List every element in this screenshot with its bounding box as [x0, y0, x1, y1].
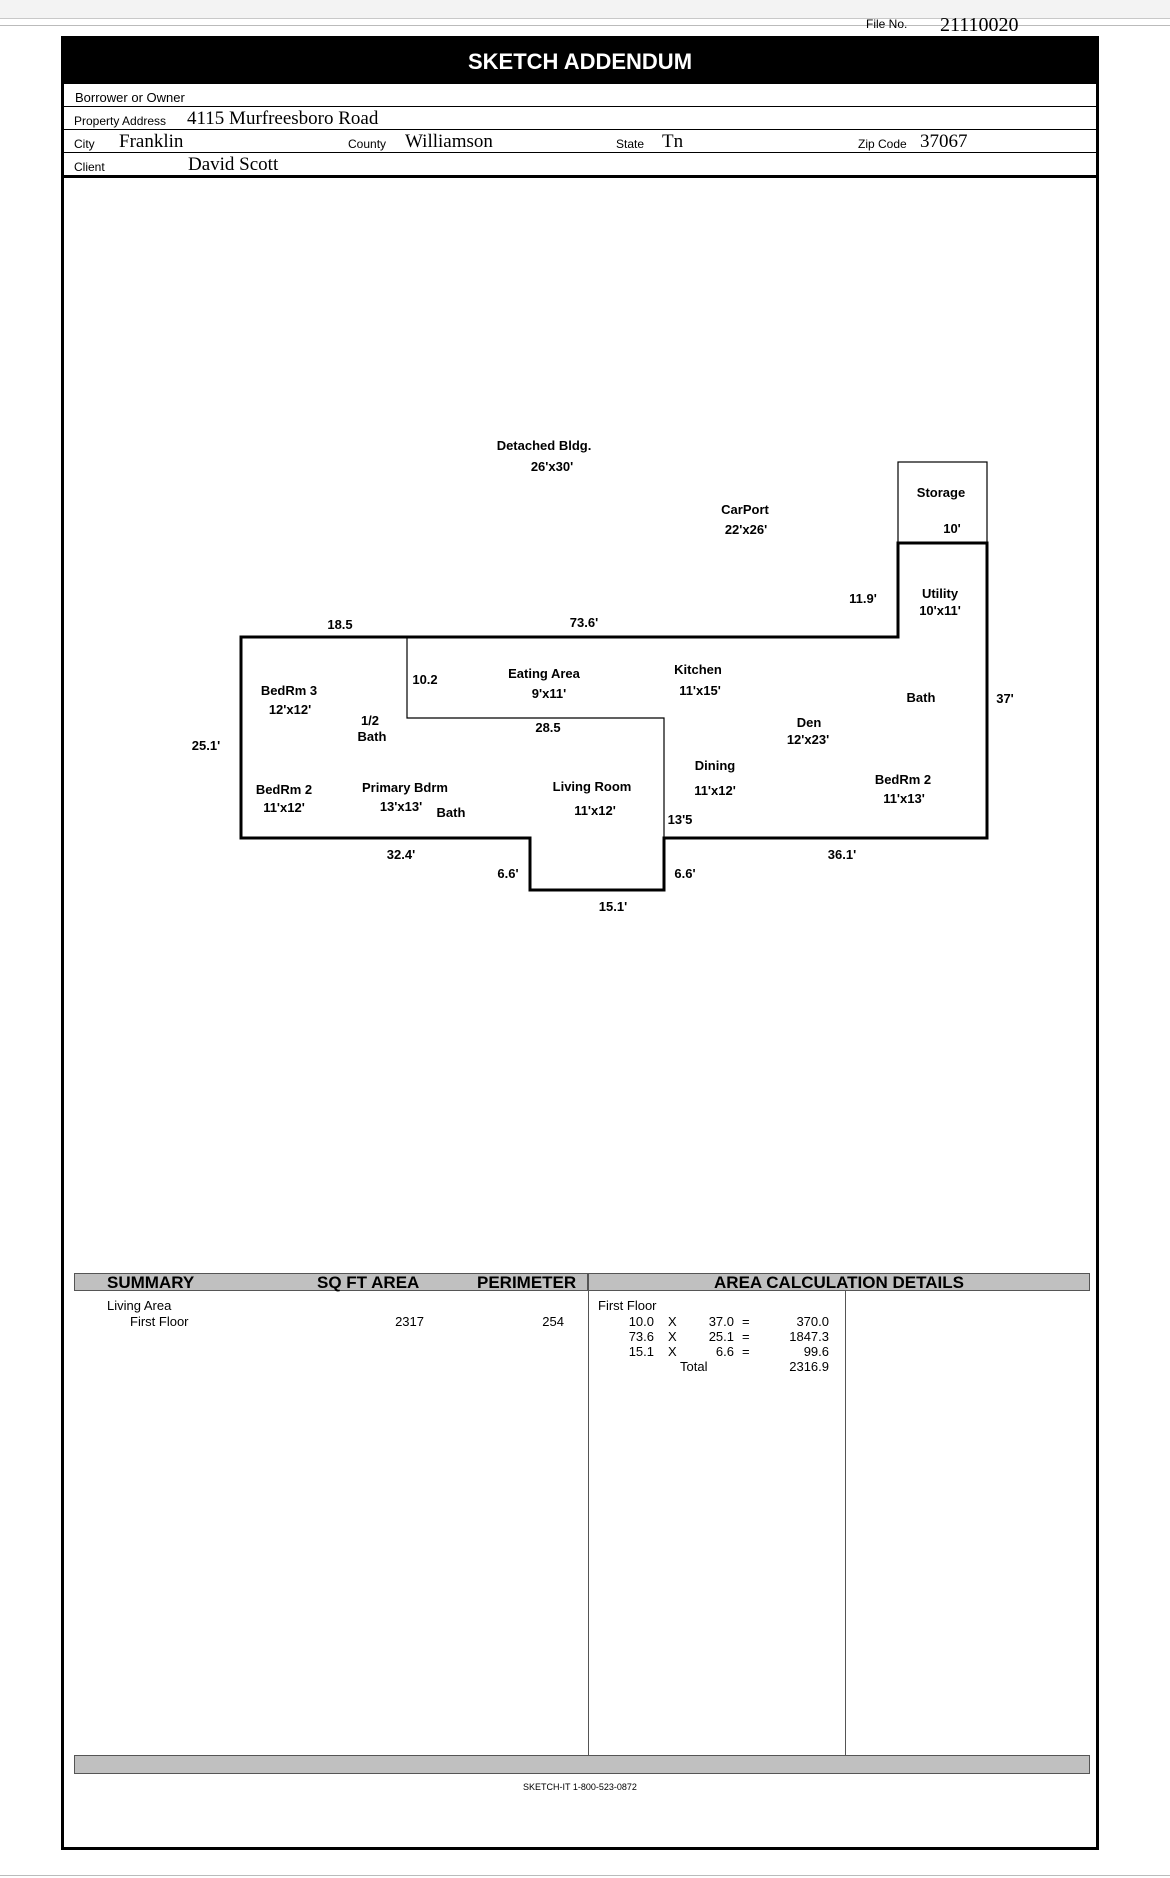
total-value: 2316.9 [789, 1359, 829, 1374]
kitchen-name: Kitchen [674, 662, 722, 677]
half-bath-line1: 1/2 [361, 713, 379, 728]
dim-13-5: 13'5 [668, 812, 693, 827]
dim-32-4: 32.4' [387, 847, 415, 862]
living-room-size: 11'x12' [574, 803, 616, 818]
top-divider [0, 25, 1170, 26]
dim-15-1: 15.1' [599, 899, 627, 914]
dim-73-6: 73.6' [570, 615, 598, 630]
bath-right: Bath [907, 690, 936, 705]
client-row: Client David Scott [64, 153, 1096, 178]
bedrm3-name: BedRm 3 [261, 683, 317, 698]
bedrm2-right-size: 11'x13' [883, 791, 925, 806]
file-no-value: 21110020 [940, 14, 1019, 36]
den-name: Den [797, 715, 822, 730]
summary-footer-bar [74, 1755, 1090, 1774]
city-value: Franklin [119, 131, 184, 152]
state-value: Tn [662, 131, 684, 152]
dim-11-9: 11.9' [849, 591, 877, 606]
interior-wall [406, 637, 665, 838]
details-divider [845, 1291, 846, 1755]
details-first-floor: First Floor [598, 1298, 657, 1313]
half-bath-line2: Bath [358, 729, 387, 744]
eating-area-size: 9'x11' [532, 686, 566, 701]
first-floor-label: First Floor [130, 1314, 189, 1329]
den-size: 12'x23' [787, 732, 829, 747]
primary-bdrm-name: Primary Bdrm [362, 780, 448, 795]
dim-6-6-left: 6.6' [497, 866, 518, 881]
utility-size: 10'x11' [919, 603, 961, 618]
borrower-label: Borrower or Owner [75, 90, 185, 105]
county-value: Williamson [405, 131, 493, 152]
bedrm3-size: 12'x12' [269, 702, 311, 717]
primary-bdrm-size: 13'x13' [380, 799, 422, 814]
storage-dim: 10' [943, 521, 961, 536]
summary-col-perimeter: PERIMETER [477, 1273, 577, 1292]
dim-10-2: 10.2 [412, 672, 437, 687]
property-value: 4115 Murfreesboro Road [187, 108, 379, 129]
bedrm2-right-name: BedRm 2 [875, 772, 931, 787]
dim-18-5: 18.5 [327, 617, 352, 632]
utility-name: Utility [922, 586, 959, 601]
summary-header: SUMMARY SQ FT AREA PERIMETER [74, 1273, 588, 1292]
eating-area-name: Eating Area [508, 666, 581, 681]
city-label: City [74, 137, 95, 151]
summary-section: SUMMARY SQ FT AREA PERIMETER AREA CALCUL… [74, 1273, 1090, 1774]
location-row: City Franklin County Williamson State Tn… [64, 130, 1096, 153]
client-label: Client [74, 160, 105, 174]
file-no-label: File No. [866, 17, 908, 31]
dim-6-6-right: 6.6' [674, 866, 695, 881]
borrower-row: Borrower or Owner [64, 84, 1096, 107]
summary-col-summary: SUMMARY [107, 1273, 195, 1292]
property-row: Property Address 4115 Murfreesboro Road [64, 107, 1096, 130]
storage-name: Storage [917, 485, 965, 500]
dim-37: 37' [996, 691, 1014, 706]
dining-name: Dining [695, 758, 735, 773]
dim-25-1: 25.1' [192, 738, 220, 753]
first-floor-sqft: 2317 [395, 1314, 424, 1329]
living-room-name: Living Room [553, 779, 632, 794]
zip-value: 37067 [920, 131, 968, 152]
summary-col-sqft: SQ FT AREA [317, 1273, 420, 1292]
total-label: Total [680, 1359, 708, 1374]
storage-outline [897, 461, 988, 544]
kitchen-size: 11'x15' [679, 683, 721, 698]
dim-36-1: 36.1' [828, 847, 856, 862]
bath-primary: Bath [437, 805, 466, 820]
carport-size: 22'x26' [725, 522, 767, 537]
bedrm2-left-name: BedRm 2 [256, 782, 312, 797]
property-label: Property Address [74, 114, 167, 128]
details-header: AREA CALCULATION DETAILS [588, 1273, 1090, 1292]
page-title: SKETCH ADDENDUM [64, 39, 1096, 84]
carport-name: CarPort [721, 502, 769, 517]
dim-28-5: 28.5 [535, 720, 560, 735]
detached-name: Detached Bldg. [497, 438, 592, 453]
county-label: County [348, 137, 387, 151]
floor-plan-sketch: Detached Bldg. 26'x30' CarPort 22'x26' S… [192, 438, 1014, 914]
state-label: State [616, 137, 645, 151]
living-area-label: Living Area [107, 1298, 172, 1313]
zip-label: Zip Code [858, 137, 907, 151]
first-floor-perimeter: 254 [542, 1314, 564, 1329]
bottom-divider [0, 1875, 1170, 1876]
dining-size: 11'x12' [694, 783, 736, 798]
detached-size: 26'x30' [531, 459, 573, 474]
bedrm2-left-size: 11'x12' [263, 800, 305, 815]
summary-divider [588, 1291, 589, 1755]
footer-text: SKETCH-IT 1-800-523-0872 [523, 1782, 637, 1792]
sketch-addendum-page: SKETCH ADDENDUM Borrower or Owner Proper… [61, 36, 1099, 1850]
top-strip [0, 0, 1170, 19]
client-value: David Scott [188, 154, 279, 175]
